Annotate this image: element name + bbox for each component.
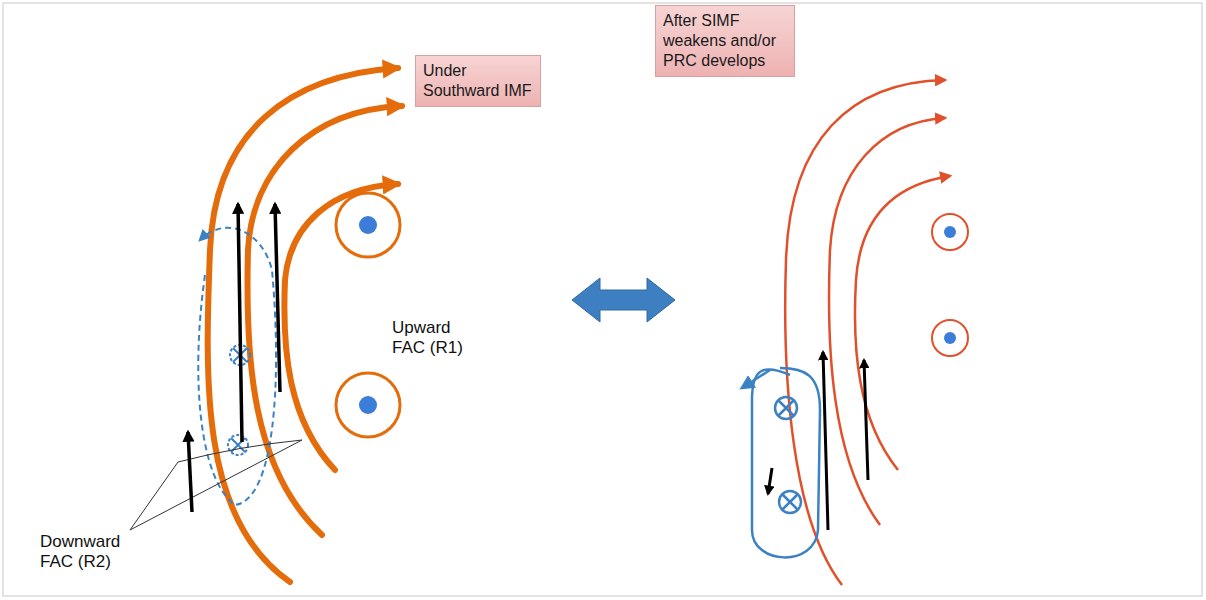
fac-label: Downward FAC (R2): [40, 532, 128, 573]
current-loop: [742, 368, 820, 557]
current-loop: [198, 228, 276, 505]
frame: [3, 3, 1202, 596]
fac-label: Upward FAC (R1): [392, 318, 472, 359]
note-box: After SIMF weakens and/or PRC develops: [655, 5, 795, 77]
fac-symbols: [336, 193, 400, 437]
note-text: After SIMF weakens and/or PRC develops: [663, 11, 787, 71]
fac-arrows: [768, 352, 868, 530]
note-box: Under Southward IMF: [415, 55, 541, 107]
note-text: Under Southward IMF: [423, 61, 533, 101]
flow-lines: [785, 80, 950, 585]
fac-arrows: [188, 204, 280, 512]
transition-arrow: [572, 278, 675, 322]
fac-symbols: [932, 214, 968, 356]
wedge: [130, 440, 302, 530]
